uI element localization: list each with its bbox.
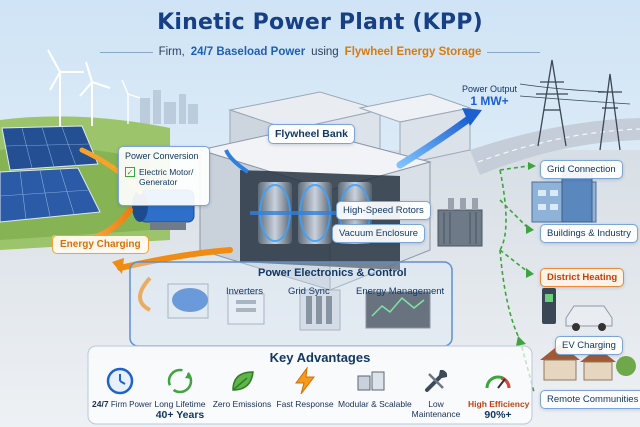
- advantage-low-maintenance: Low Maintenance: [408, 366, 464, 421]
- clock-icon: [106, 367, 134, 395]
- power-output-callout: Power Output 1 MW+: [462, 84, 517, 108]
- cycle-icon: [167, 368, 193, 394]
- advantage-zero-emissions-label: Zero Emissions: [212, 399, 272, 409]
- output-grid-connection: Grid Connection: [540, 160, 623, 179]
- vacuum-enclosure-label: Vacuum Enclosure: [332, 224, 426, 243]
- advantage-high-efficiency-value: 90%+: [484, 409, 512, 421]
- grid-sync-label: Grid Sync: [288, 286, 330, 297]
- electric-motor-label: Electric Motor/ Generator: [139, 167, 194, 187]
- subtitle-divider-right: [487, 51, 540, 53]
- power-conversion-label: Power Conversion ✓ Electric Motor/ Gener…: [118, 146, 210, 206]
- subtitle-highlight-flywheel: Flywheel Energy Storage: [344, 46, 482, 58]
- modules-icon: [357, 371, 385, 391]
- advantage-zero-emissions: Zero Emissions: [212, 366, 272, 421]
- subtitle: Firm, 24/7 Baseload Power using Flywheel…: [100, 44, 540, 60]
- output-buildings-industry: Buildings & Industry: [540, 224, 638, 243]
- advantage-maintenance-label: Maintenance: [411, 409, 461, 419]
- flywheel-bank-label: Flywheel Bank: [268, 124, 355, 144]
- energy-management-label: Energy Management: [356, 286, 445, 297]
- electric-motor-row: ✓ Electric Motor/ Generator: [125, 167, 203, 187]
- high-speed-rotors-label: High-Speed Rotors: [336, 201, 431, 220]
- advantage-long-lifetime-value: 40+ Years: [155, 409, 205, 421]
- advantage-24-7-label: 24/7: [92, 399, 109, 409]
- advantage-modular-label: Modular & Scalable: [338, 399, 412, 409]
- advantage-24-7: 24/7 Firm Power: [92, 366, 152, 421]
- subtitle-divider-left: [100, 51, 153, 53]
- lightning-icon: [295, 366, 316, 395]
- advantage-fast-response-label: Fast Response: [276, 399, 334, 409]
- advantage-high-efficiency: High Efficiency 90%+: [468, 366, 530, 421]
- check-icon: ✓: [125, 167, 135, 177]
- key-advantages-row: 24/7 Firm Power Long Lifetime 40+ Years …: [92, 366, 530, 421]
- advantage-fast-response: Fast Response: [276, 366, 334, 421]
- advantage-modular: Modular & Scalable: [338, 366, 412, 421]
- output-remote-communities: Remote Communities: [540, 390, 640, 409]
- advantage-long-lifetime: Long Lifetime 40+ Years: [152, 366, 208, 421]
- leaf-icon: [232, 371, 254, 391]
- key-advantages-title: Key Advantages: [269, 350, 371, 365]
- wrench-icon: [425, 370, 448, 392]
- advantage-high-efficiency-label: High Efficiency: [468, 399, 530, 409]
- power-output-value: 1 MW+: [470, 94, 509, 108]
- subtitle-highlight-baseload: 24/7 Baseload Power: [190, 46, 306, 58]
- energy-charging-label: Energy Charging: [52, 235, 149, 254]
- subtitle-middle: using: [311, 46, 339, 58]
- advantage-24-7-sub: Firm Power: [110, 400, 152, 409]
- advantage-long-lifetime-label: Long Lifetime: [154, 399, 206, 409]
- power-output-label: Power Output: [462, 84, 518, 94]
- inverters-label: Inverters: [226, 286, 263, 297]
- power-conversion-title: Power Conversion: [125, 151, 199, 161]
- page-title: Kinetic Power Plant (KPP): [157, 10, 483, 35]
- output-ev-charging: EV Charging: [555, 336, 623, 355]
- advantage-low-label: Low: [428, 399, 444, 409]
- gauge-icon: [485, 375, 511, 389]
- output-district-heating: District Heating: [540, 268, 625, 287]
- power-electronics-title: Power Electronics & Control: [258, 267, 407, 279]
- subtitle-prefix: Firm,: [158, 46, 185, 58]
